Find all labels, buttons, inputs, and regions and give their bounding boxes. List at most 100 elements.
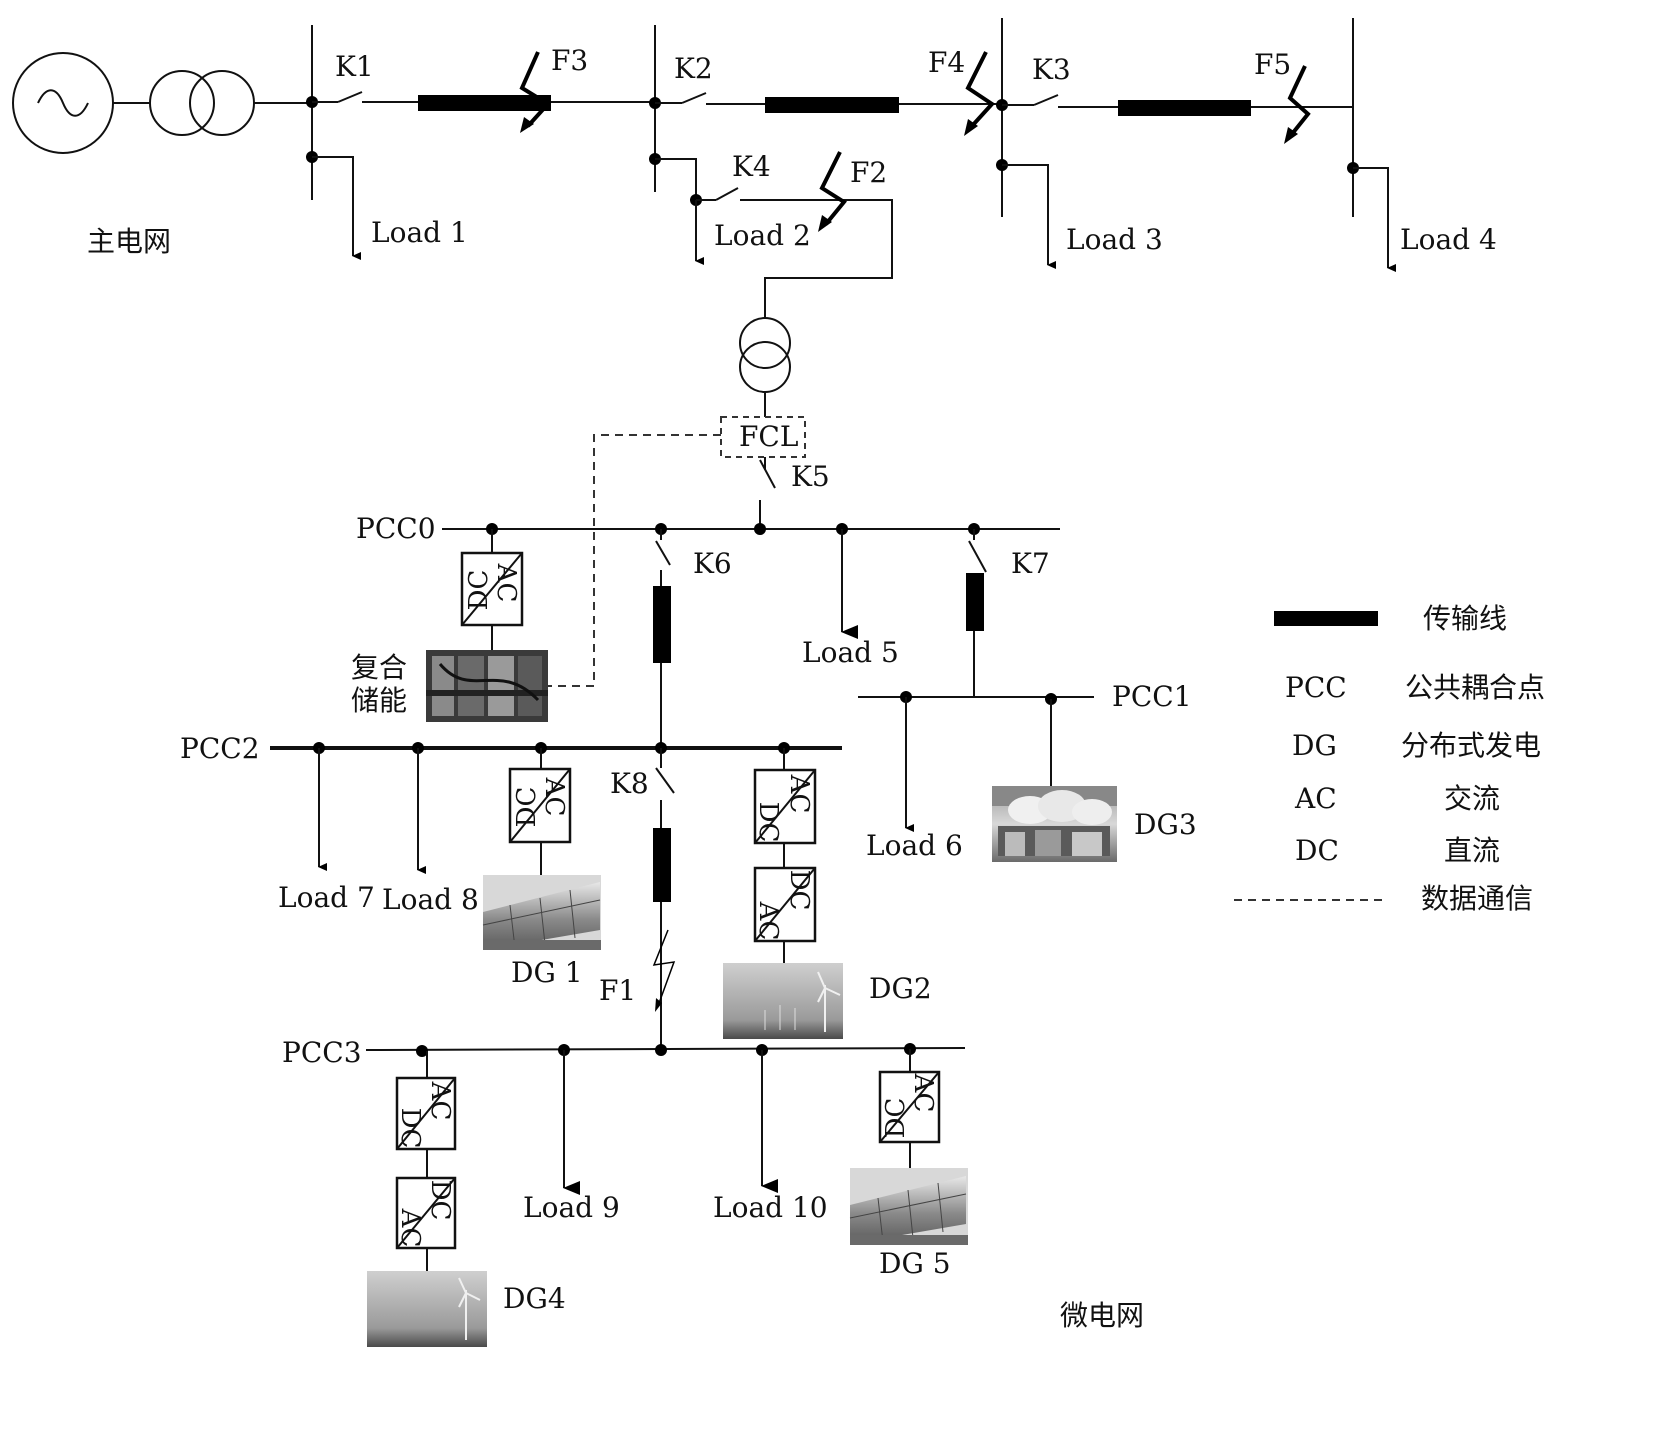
switch-k3	[1033, 94, 1059, 106]
load-3-label: Load 3	[1066, 223, 1163, 256]
pcc2-bus	[270, 742, 843, 1050]
text-labels: 主电网 微电网 K1 K2 K3 K4 K5 K6 K7 K8 F1 F2 F3…	[87, 44, 1545, 1332]
legend-pcc-meaning: 公共耦合点	[1405, 671, 1545, 704]
load-9-label: Load 9	[523, 1191, 620, 1224]
fault-f1-icon	[652, 929, 676, 1007]
dg4-converter-1-ac: AC	[425, 1081, 455, 1121]
data-comm-line	[548, 434, 721, 687]
load-2-label: Load 2	[714, 219, 811, 252]
switch-k3-label: K3	[1032, 53, 1071, 86]
legend-transmission-line-swatch	[1274, 611, 1378, 626]
legend-ac-symbol: AC	[1294, 782, 1337, 815]
microgrid-label: 微电网	[1060, 1299, 1144, 1332]
pcc1-bus	[858, 691, 1117, 862]
storage-label-line2: 储能	[351, 684, 407, 717]
dg4-converter-1-dc: DC	[395, 1108, 425, 1149]
line-k7-pcc1	[966, 573, 984, 631]
dg3-label: DG3	[1134, 808, 1197, 841]
switch-k6	[655, 540, 671, 566]
storage-converter-dc: DC	[464, 570, 494, 611]
load-4-arrow	[1353, 167, 1396, 272]
pcc2-label: PCC2	[180, 732, 260, 765]
switch-k4	[715, 187, 739, 201]
legend-transmission-line: 传输线	[1423, 602, 1507, 635]
microgrid-transformer-top	[739, 317, 791, 369]
switch-k2-label: K2	[674, 52, 713, 85]
dg3-image	[992, 786, 1117, 862]
dg2-converter-2-dc: DC	[784, 870, 814, 911]
storage-converter-ac: AC	[491, 563, 521, 603]
dg2-label: DG2	[869, 972, 932, 1005]
fcl-label: FCL	[739, 420, 798, 453]
pcc3-label: PCC3	[282, 1036, 362, 1069]
composite-storage-image	[426, 650, 548, 722]
main-grid	[12, 18, 1396, 318]
fault-f5-label: F5	[1254, 48, 1291, 81]
transmission-line-2	[765, 97, 899, 113]
dg1-solar-image	[482, 875, 601, 950]
load-1-arrow	[312, 156, 361, 260]
legend-ac-meaning: 交流	[1444, 782, 1500, 815]
main-grid-label: 主电网	[87, 225, 171, 258]
dg1-label: DG 1	[511, 956, 583, 989]
legend-dc-meaning: 直流	[1444, 834, 1500, 867]
switch-k2	[681, 92, 707, 104]
switch-k4-label: K4	[732, 150, 771, 183]
fcl-box	[720, 416, 806, 458]
switch-k5	[759, 459, 776, 489]
line-k6-pcc2	[653, 586, 671, 663]
dg4-converter-2-dc: DC	[425, 1180, 455, 1221]
load-8-label: Load 8	[382, 883, 479, 916]
switch-k1-label: K1	[335, 50, 374, 83]
fault-f1-label: F1	[599, 974, 636, 1007]
load-6-label: Load 6	[866, 829, 963, 862]
dg5-label: DG 5	[879, 1247, 951, 1280]
fault-f3-icon	[519, 51, 552, 128]
dg4-converter-2-ac: AC	[395, 1208, 425, 1248]
switch-k6-label: K6	[693, 547, 732, 580]
switch-k1	[337, 91, 363, 103]
transmission-line-3	[1118, 100, 1251, 116]
dg2-converter-2-ac: AC	[753, 901, 783, 941]
dg5-converter-dc: DC	[881, 1098, 911, 1139]
storage-label-line1: 复合	[351, 651, 407, 684]
load-7-label: Load 7	[278, 881, 375, 914]
pcc1-label: PCC1	[1112, 680, 1192, 713]
legend-dc-symbol: DC	[1295, 834, 1339, 867]
dg1-converter-ac: AC	[539, 777, 569, 817]
load-4-label: Load 4	[1400, 223, 1497, 256]
legend	[1234, 611, 1382, 901]
switch-k7	[968, 540, 987, 573]
pcc3-bus	[365, 1043, 968, 1347]
fault-f4-icon	[965, 51, 996, 128]
load-10-label: Load 10	[713, 1191, 828, 1224]
dg5-solar-image	[849, 1168, 968, 1245]
dg2-wind-image	[723, 963, 843, 1039]
legend-data-comm: 数据通信	[1421, 882, 1533, 915]
legend-dg-symbol: DG	[1292, 729, 1337, 762]
main-transformer-left	[149, 70, 215, 136]
fault-f3-label: F3	[551, 44, 588, 77]
dg4-wind-image	[367, 1271, 487, 1347]
microgrid-entry	[548, 317, 806, 687]
switch-k8	[655, 767, 675, 794]
main-transformer-right	[189, 70, 255, 136]
load-1-label: Load 1	[371, 216, 468, 249]
dg2-converter-1-ac: AC	[784, 774, 814, 814]
fault-f4-label: F4	[928, 46, 965, 79]
ac-source-icon	[37, 89, 89, 117]
line-k8-pcc3	[653, 828, 671, 902]
switch-k7-label: K7	[1011, 547, 1050, 580]
legend-dg-meaning: 分布式发电	[1401, 729, 1541, 762]
pcc0-label: PCC0	[356, 512, 436, 545]
legend-pcc-symbol: PCC	[1285, 671, 1347, 704]
fault-f5-icon	[1287, 65, 1311, 136]
transmission-line-1	[418, 95, 551, 111]
load-5-label: Load 5	[802, 636, 899, 669]
fault-f2-label: F2	[850, 156, 887, 189]
dg4-label: DG4	[503, 1282, 566, 1315]
dg5-converter-ac: AC	[908, 1073, 938, 1113]
switch-k5-label: K5	[791, 460, 830, 493]
fault-f2-icon	[819, 151, 847, 226]
